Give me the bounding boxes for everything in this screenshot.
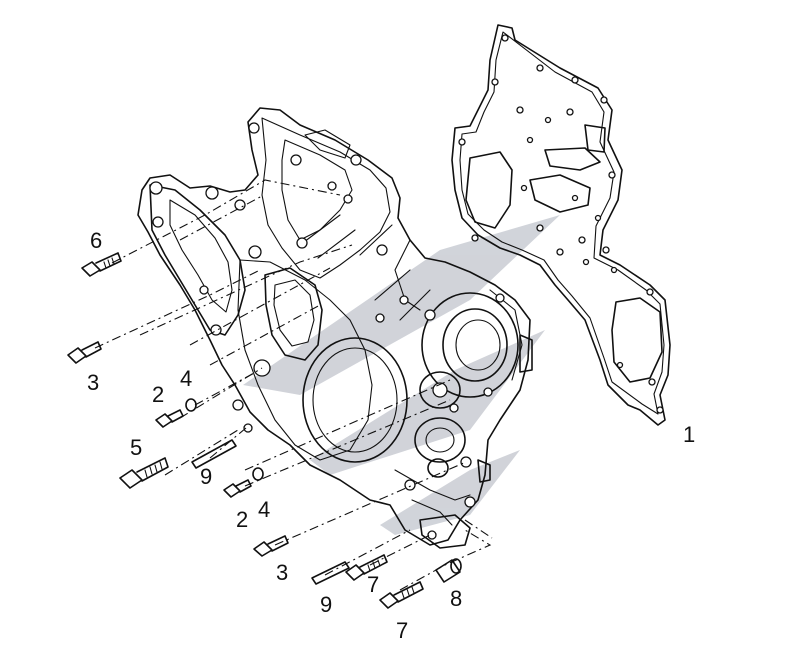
washer-4-lower [252,467,264,481]
callout-4-upper: 4 [180,366,192,391]
bolt-icon [223,479,252,498]
bolt-2-lower [223,479,252,498]
front-cover-housing [137,107,533,549]
callout-2-upper: 2 [152,382,164,407]
bolt-7-upper [345,554,388,581]
housing-holes [149,122,505,540]
washer-4-upper [185,398,197,412]
dowel-pin-icon [311,561,350,585]
bolt-2-upper [155,409,184,428]
callout-7-upper: 7 [367,572,379,597]
gasket-holes [458,34,664,414]
assembly-lines [94,179,493,591]
callout-2-lower: 2 [236,507,248,532]
bolt-5 [119,457,169,489]
callout-7-lower: 7 [396,618,408,643]
callout-4-lower: 4 [258,497,270,522]
sleeve-icon [435,558,462,583]
callout-9-upper: 9 [200,464,212,489]
washer-icon [185,398,197,412]
bolt-icon [67,341,102,364]
bolt-icon [81,252,122,277]
bolt-icon [119,457,169,489]
watermark-logo [243,215,560,535]
gasket-part [451,24,671,426]
sleeve-8 [435,558,462,583]
dowel-pin-9-upper [191,439,237,469]
callout-9-lower: 9 [320,592,332,617]
bolt-icon [345,554,388,581]
callout-3-lower: 3 [276,560,288,585]
callout-8: 8 [450,586,462,611]
bolt-6 [81,252,122,277]
bolt-icon [253,535,289,557]
callout-labels: 1 6 3 2 4 5 9 2 4 3 9 7 7 8 [87,228,695,643]
dowel-pin-icon [191,439,237,469]
callout-5: 5 [130,435,142,460]
bolt-7-lower [379,581,424,609]
bolt-icon [379,581,424,609]
bolt-icon [155,409,184,428]
callout-1: 1 [683,422,695,447]
callout-3-upper: 3 [87,370,99,395]
bolt-3-upper [67,341,102,364]
washer-icon [252,467,264,481]
callout-6: 6 [90,228,102,253]
dowel-pin-9-lower [311,561,350,585]
bolt-3-lower [253,535,289,557]
